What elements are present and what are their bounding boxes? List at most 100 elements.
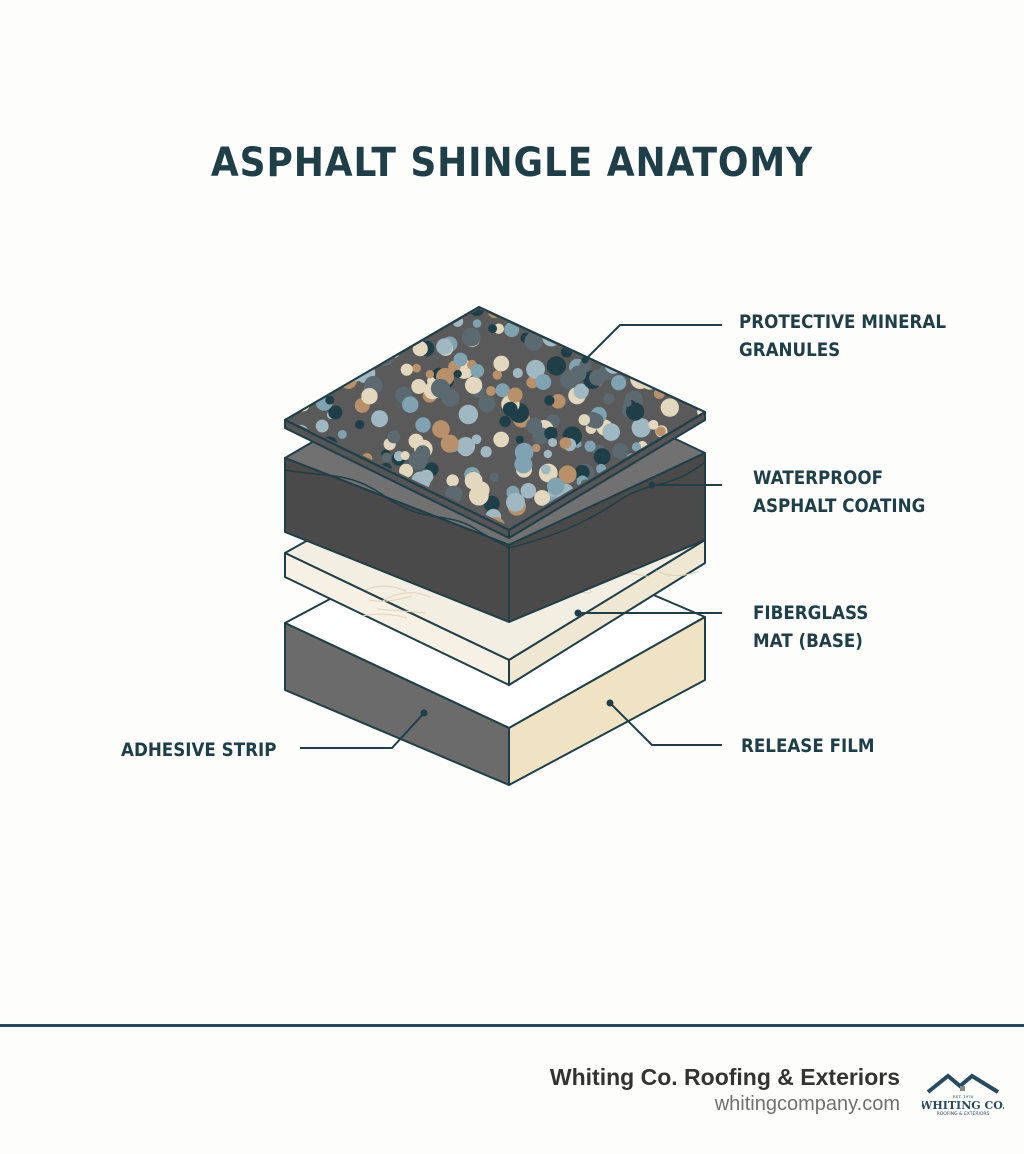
granule (493, 431, 509, 448)
granule (352, 346, 362, 357)
granule (672, 387, 683, 398)
granule (358, 309, 373, 314)
granule (550, 324, 565, 339)
label-line: WATERPROOF (753, 467, 884, 489)
granule (360, 347, 378, 365)
granule (602, 423, 620, 441)
granule (664, 309, 678, 320)
page-title: ASPHALT SHINGLE ANATOMY (210, 140, 814, 186)
granule (589, 369, 606, 386)
granule (625, 323, 640, 338)
granule (328, 405, 343, 420)
granule (427, 312, 440, 325)
granule (315, 419, 329, 433)
granule (400, 451, 410, 461)
mat-callout-dot (574, 609, 582, 617)
granule (480, 446, 492, 458)
granule (544, 426, 558, 440)
fiber (377, 608, 426, 614)
granule (573, 383, 589, 399)
granule (684, 309, 694, 314)
granule (493, 355, 510, 372)
granule (628, 309, 648, 315)
granule (540, 309, 559, 313)
granule (425, 370, 435, 379)
label-line: PROTECTIVE MINERAL (739, 311, 946, 333)
granule (464, 376, 483, 394)
granule (453, 352, 468, 367)
granule (596, 324, 609, 337)
granule (412, 341, 428, 357)
coating-callout-dot (648, 481, 656, 489)
granule (325, 395, 335, 405)
granule (331, 321, 345, 334)
company-name: Whiting Co. Roofing & Exteriors (549, 1064, 900, 1090)
granule (371, 299, 380, 308)
granule (631, 442, 642, 452)
granule (308, 317, 326, 334)
granule (545, 309, 561, 312)
granules-callout-dot (581, 356, 589, 364)
company-info: Whiting Co. Roofing & Exteriors whitingc… (550, 1064, 900, 1116)
granule (534, 490, 550, 506)
granule (648, 419, 659, 430)
granule (309, 316, 323, 330)
granule (308, 390, 319, 401)
footer-divider (0, 1024, 1024, 1027)
asphalt-coating-layer (284, 344, 706, 623)
granule (364, 330, 384, 350)
granule (574, 464, 590, 480)
label-line: FIBERGLASS (753, 602, 869, 624)
granule (668, 309, 688, 315)
granule (333, 372, 342, 381)
fiber (365, 585, 407, 592)
granule (620, 335, 630, 345)
granule (472, 319, 482, 328)
granule (506, 492, 526, 512)
granule (274, 325, 287, 338)
granule (614, 338, 630, 354)
granule (546, 356, 567, 376)
granule (357, 317, 378, 337)
granule (287, 346, 296, 360)
adhesive-callout-line (300, 712, 425, 749)
granule (631, 418, 651, 438)
adhesive-callout-dot (420, 709, 428, 717)
granule (456, 437, 476, 456)
granule (699, 391, 703, 408)
granule (504, 322, 520, 338)
granule (603, 393, 615, 405)
granule (348, 345, 368, 365)
granule (464, 471, 483, 490)
granule (621, 348, 637, 364)
granule (302, 377, 316, 392)
granule (526, 359, 545, 379)
granule (502, 401, 518, 417)
svg-text:WHITING CO.: WHITING CO. (922, 1099, 1004, 1112)
granule (685, 311, 696, 323)
granule (512, 368, 523, 379)
granule (310, 320, 320, 330)
granule (361, 309, 372, 313)
granule (647, 355, 664, 372)
svg-text:EST. 1976: EST. 1976 (953, 1094, 974, 1099)
granule (458, 404, 479, 425)
granule (315, 363, 334, 382)
granule (559, 318, 570, 330)
granule (690, 328, 703, 344)
granule (520, 483, 537, 499)
granule (293, 349, 304, 360)
granule (699, 340, 703, 357)
granule (411, 379, 427, 394)
granule (387, 430, 401, 444)
granule (686, 309, 696, 318)
granule (693, 318, 703, 335)
granule (692, 389, 703, 404)
granule (558, 465, 577, 484)
granule (399, 463, 414, 478)
granule (550, 394, 566, 409)
granule (323, 334, 335, 346)
granule (276, 418, 285, 427)
granule (325, 345, 338, 359)
shingle-diagram (274, 299, 722, 786)
